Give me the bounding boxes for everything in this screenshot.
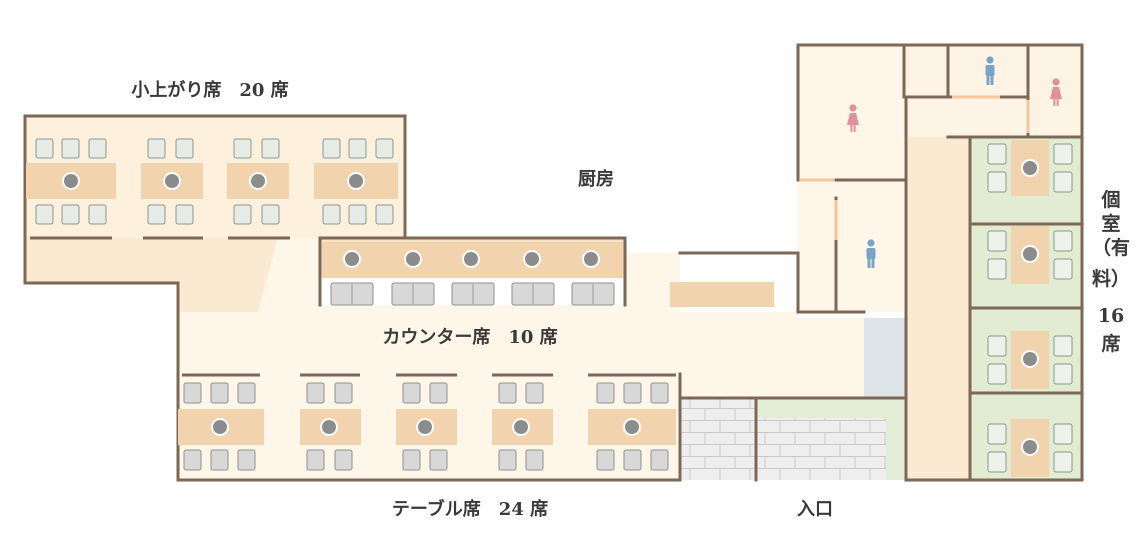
dining-table-2 — [300, 382, 361, 471]
koagari-table-1 — [26, 138, 116, 225]
private-room-label-6: 席 — [1101, 332, 1120, 355]
koagari-table-4 — [314, 138, 398, 225]
private-room-label-5: 16 — [1098, 305, 1124, 327]
private-rooms — [987, 140, 1073, 477]
table-seating — [178, 382, 676, 471]
private-room-1 — [987, 140, 1073, 196]
entrance-label: 入口 — [797, 499, 833, 520]
counter-place — [582, 250, 600, 268]
counter-place — [462, 250, 480, 268]
dining-table-3 — [396, 382, 457, 471]
private-room-label-1: 個 — [1100, 189, 1120, 211]
private-room-4 — [987, 419, 1073, 477]
dining-table-1 — [178, 382, 264, 471]
private-room-label-4: 料） — [1092, 267, 1130, 290]
private-room-label: 個 室 （有 料） 16 席 — [1092, 189, 1130, 355]
door-openings — [800, 95, 1030, 240]
koagari-table-3 — [227, 138, 289, 225]
waiting-bench — [670, 282, 774, 307]
counter-seating — [322, 242, 774, 307]
dining-table-4 — [492, 382, 553, 471]
counter-label: カウンター席 10 席 — [382, 326, 557, 348]
private-room-2 — [987, 226, 1073, 284]
private-room-label-2: 室 — [1101, 212, 1120, 235]
walls — [23, 43, 1084, 482]
private-room-3 — [987, 331, 1073, 389]
counter-place — [404, 250, 422, 268]
counter-place — [343, 250, 361, 268]
kitchen-label: 厨房 — [578, 168, 614, 190]
counter-place — [523, 250, 541, 268]
table-label: テーブル席 24 席 — [392, 498, 548, 520]
private-room-label-3: （有 — [1092, 236, 1130, 259]
koagari-seating — [26, 138, 398, 225]
koagari-table-2 — [141, 138, 203, 225]
koagari-label: 小上がり席 20 席 — [131, 79, 288, 101]
dining-table-5 — [588, 382, 676, 471]
